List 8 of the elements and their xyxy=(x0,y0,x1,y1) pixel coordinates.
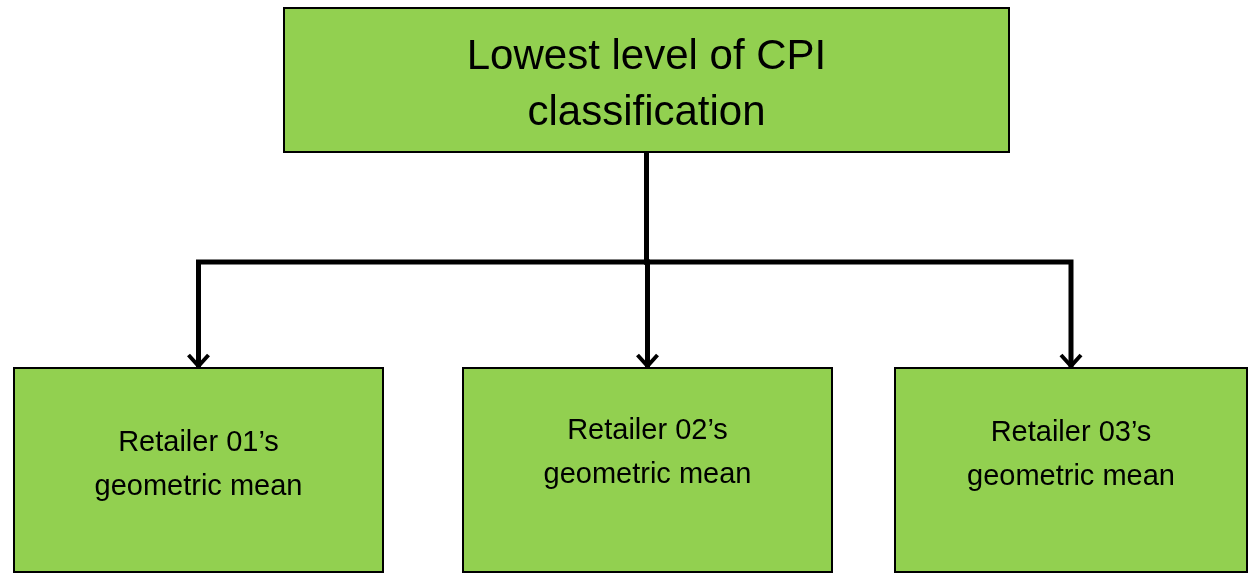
process-box xyxy=(13,367,384,573)
box-label: Retailer 02’s geometric mean xyxy=(542,412,753,491)
process-box xyxy=(462,367,833,573)
box-label: Retailer 01’s geometric mean xyxy=(93,424,304,503)
process-box xyxy=(894,367,1248,573)
box-label: Retailer 03’s geometric mean xyxy=(966,414,1176,493)
box-label: Lowest level of CPI classification xyxy=(465,30,828,136)
process-box xyxy=(283,7,1010,153)
